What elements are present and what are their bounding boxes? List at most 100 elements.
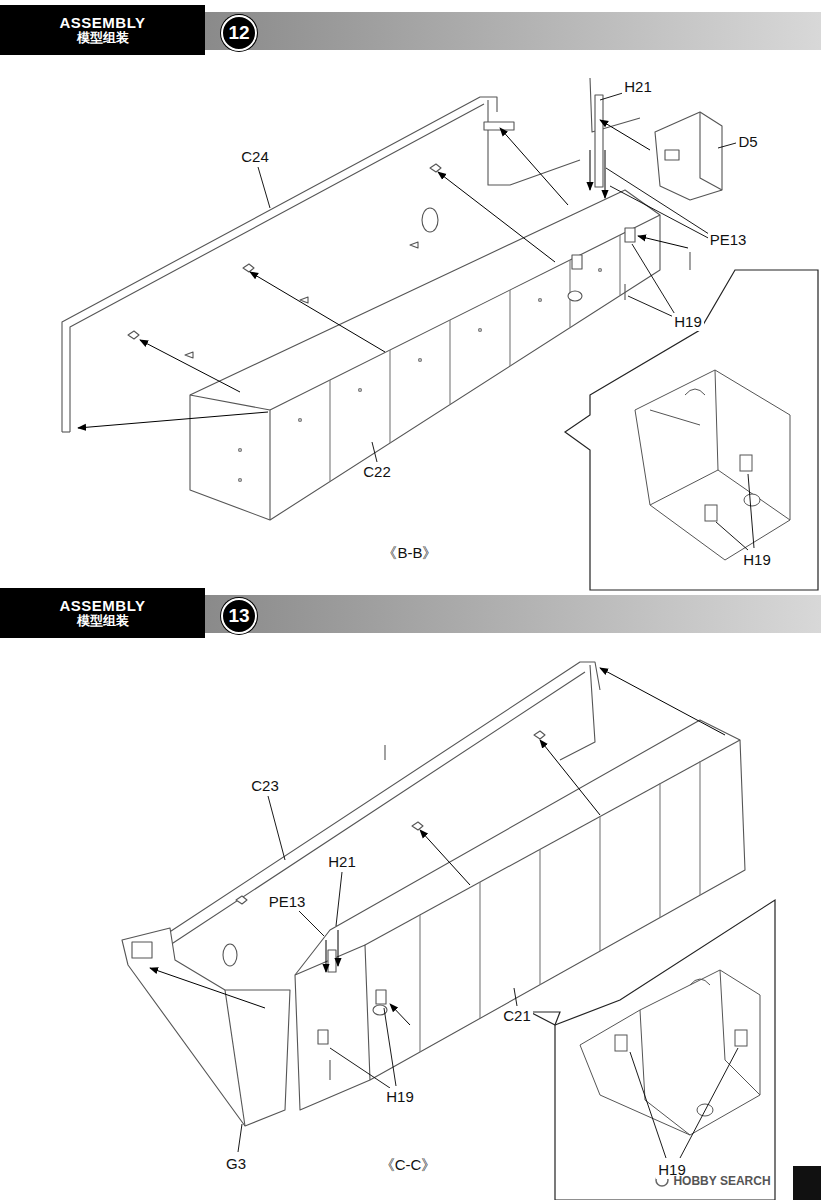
drawing-polyline bbox=[700, 112, 722, 190]
drawing-line bbox=[336, 872, 342, 926]
header-text: ASSEMBLY bbox=[60, 14, 146, 31]
drawing-polygon bbox=[655, 112, 722, 200]
step-number: 12 bbox=[228, 22, 249, 44]
drawing-ellipse bbox=[223, 944, 237, 966]
drawing-path bbox=[685, 389, 705, 395]
drawing-line bbox=[330, 1048, 390, 1088]
drawing-g bbox=[236, 731, 545, 904]
drawing-polyline bbox=[650, 470, 718, 505]
drawing-path bbox=[534, 731, 545, 739]
header-text: 模型组装 bbox=[77, 614, 129, 629]
drawing-rect bbox=[793, 1166, 821, 1200]
drawing-path bbox=[243, 264, 254, 272]
drawing-rect bbox=[205, 595, 821, 633]
drawing-line bbox=[372, 442, 377, 462]
header-text: ASSEMBLY bbox=[60, 597, 146, 614]
drawing-rect bbox=[484, 122, 514, 130]
part-number: D5 bbox=[736, 133, 759, 151]
drawing-polygon bbox=[530, 1012, 560, 1025]
view-label: 《C-C》 bbox=[378, 1156, 439, 1174]
drawing-line bbox=[384, 745, 385, 760]
drawing-g bbox=[239, 269, 602, 482]
drawing-line bbox=[140, 340, 240, 392]
step12-inset bbox=[565, 270, 818, 590]
drawing-g bbox=[635, 370, 790, 560]
part-number: H21 bbox=[622, 78, 654, 96]
drawing-line bbox=[624, 284, 625, 300]
drawing-rect bbox=[572, 255, 582, 269]
drawing-line bbox=[329, 380, 330, 481]
step-number-circle: 12 bbox=[221, 15, 257, 51]
drawing-path bbox=[128, 331, 139, 339]
header-box: ASSEMBLY模型组装 bbox=[0, 588, 205, 638]
drawing-polyline bbox=[488, 100, 580, 185]
part-number: PE13 bbox=[708, 231, 749, 249]
drawing-rect bbox=[595, 95, 603, 187]
drawing-rect bbox=[205, 12, 821, 50]
drawing-line bbox=[500, 128, 568, 205]
drawing-circle bbox=[299, 419, 302, 422]
drawing-polyline bbox=[715, 370, 790, 520]
drawing-line bbox=[689, 252, 690, 270]
drawing-line bbox=[680, 1048, 738, 1158]
drawing-polygon bbox=[635, 370, 790, 560]
drawing-polyline bbox=[560, 665, 595, 760]
drawing-line bbox=[479, 882, 480, 1018]
drawing-line bbox=[514, 988, 517, 1006]
drawing-rect bbox=[740, 455, 752, 471]
step-number-circle: 13 bbox=[221, 598, 257, 634]
drawing-circle bbox=[359, 389, 362, 392]
step13-inset bbox=[530, 900, 775, 1200]
drawing-line bbox=[78, 412, 268, 428]
drawing-polyline bbox=[190, 395, 270, 520]
drawing-line bbox=[540, 740, 600, 815]
drawing-line bbox=[509, 290, 510, 366]
drawing-circle bbox=[599, 269, 602, 272]
drawing-circle bbox=[539, 299, 542, 302]
drawing-line bbox=[250, 272, 385, 352]
part-number: C24 bbox=[239, 148, 271, 166]
drawing-polygon bbox=[565, 270, 818, 590]
watermark: HOBBY SEARCH bbox=[671, 1172, 772, 1190]
drawing-line bbox=[420, 830, 470, 885]
header-text: 模型组装 bbox=[77, 31, 129, 46]
step-number: 13 bbox=[228, 605, 249, 627]
drawing-line bbox=[590, 150, 591, 190]
part-number: H19 bbox=[384, 1088, 416, 1106]
drawing-line bbox=[606, 168, 712, 236]
drawing-rect bbox=[665, 150, 679, 160]
drawing-line bbox=[419, 915, 420, 1052]
drawing-line bbox=[630, 1052, 666, 1158]
drawing-line bbox=[238, 1124, 242, 1152]
drawing-line bbox=[438, 172, 555, 262]
drawing-line bbox=[659, 783, 660, 918]
part-number: C23 bbox=[249, 777, 281, 795]
drawing-circle bbox=[419, 359, 422, 362]
part-number: PE13 bbox=[267, 893, 308, 911]
drawing-line bbox=[599, 816, 600, 951]
drawing-line bbox=[610, 186, 712, 240]
drawing-g bbox=[128, 164, 441, 358]
drawing-polyline bbox=[270, 215, 660, 410]
drawing-polyline bbox=[225, 990, 245, 1126]
drawing-rect bbox=[735, 1030, 747, 1046]
part-number: G3 bbox=[224, 1155, 248, 1173]
drawing-line bbox=[638, 236, 688, 248]
drawing-polygon bbox=[580, 970, 760, 1135]
drawing-polyline bbox=[365, 740, 740, 945]
drawing-line bbox=[605, 150, 606, 198]
drawing-line bbox=[268, 796, 285, 860]
drawing-ellipse bbox=[744, 494, 760, 506]
drawing-line bbox=[699, 761, 700, 895]
drawing-rect bbox=[625, 228, 635, 242]
drawing-line bbox=[600, 668, 725, 735]
drawing-path bbox=[430, 164, 441, 172]
drawing-g bbox=[580, 970, 760, 1135]
drawing-rect bbox=[328, 950, 336, 972]
drawing-path bbox=[690, 979, 710, 985]
drawing-polyline bbox=[720, 970, 760, 1095]
drawing-ellipse bbox=[568, 291, 582, 301]
drawing-circle bbox=[239, 479, 242, 482]
drawing-polygon bbox=[555, 900, 775, 1200]
part-number: H21 bbox=[326, 853, 358, 871]
